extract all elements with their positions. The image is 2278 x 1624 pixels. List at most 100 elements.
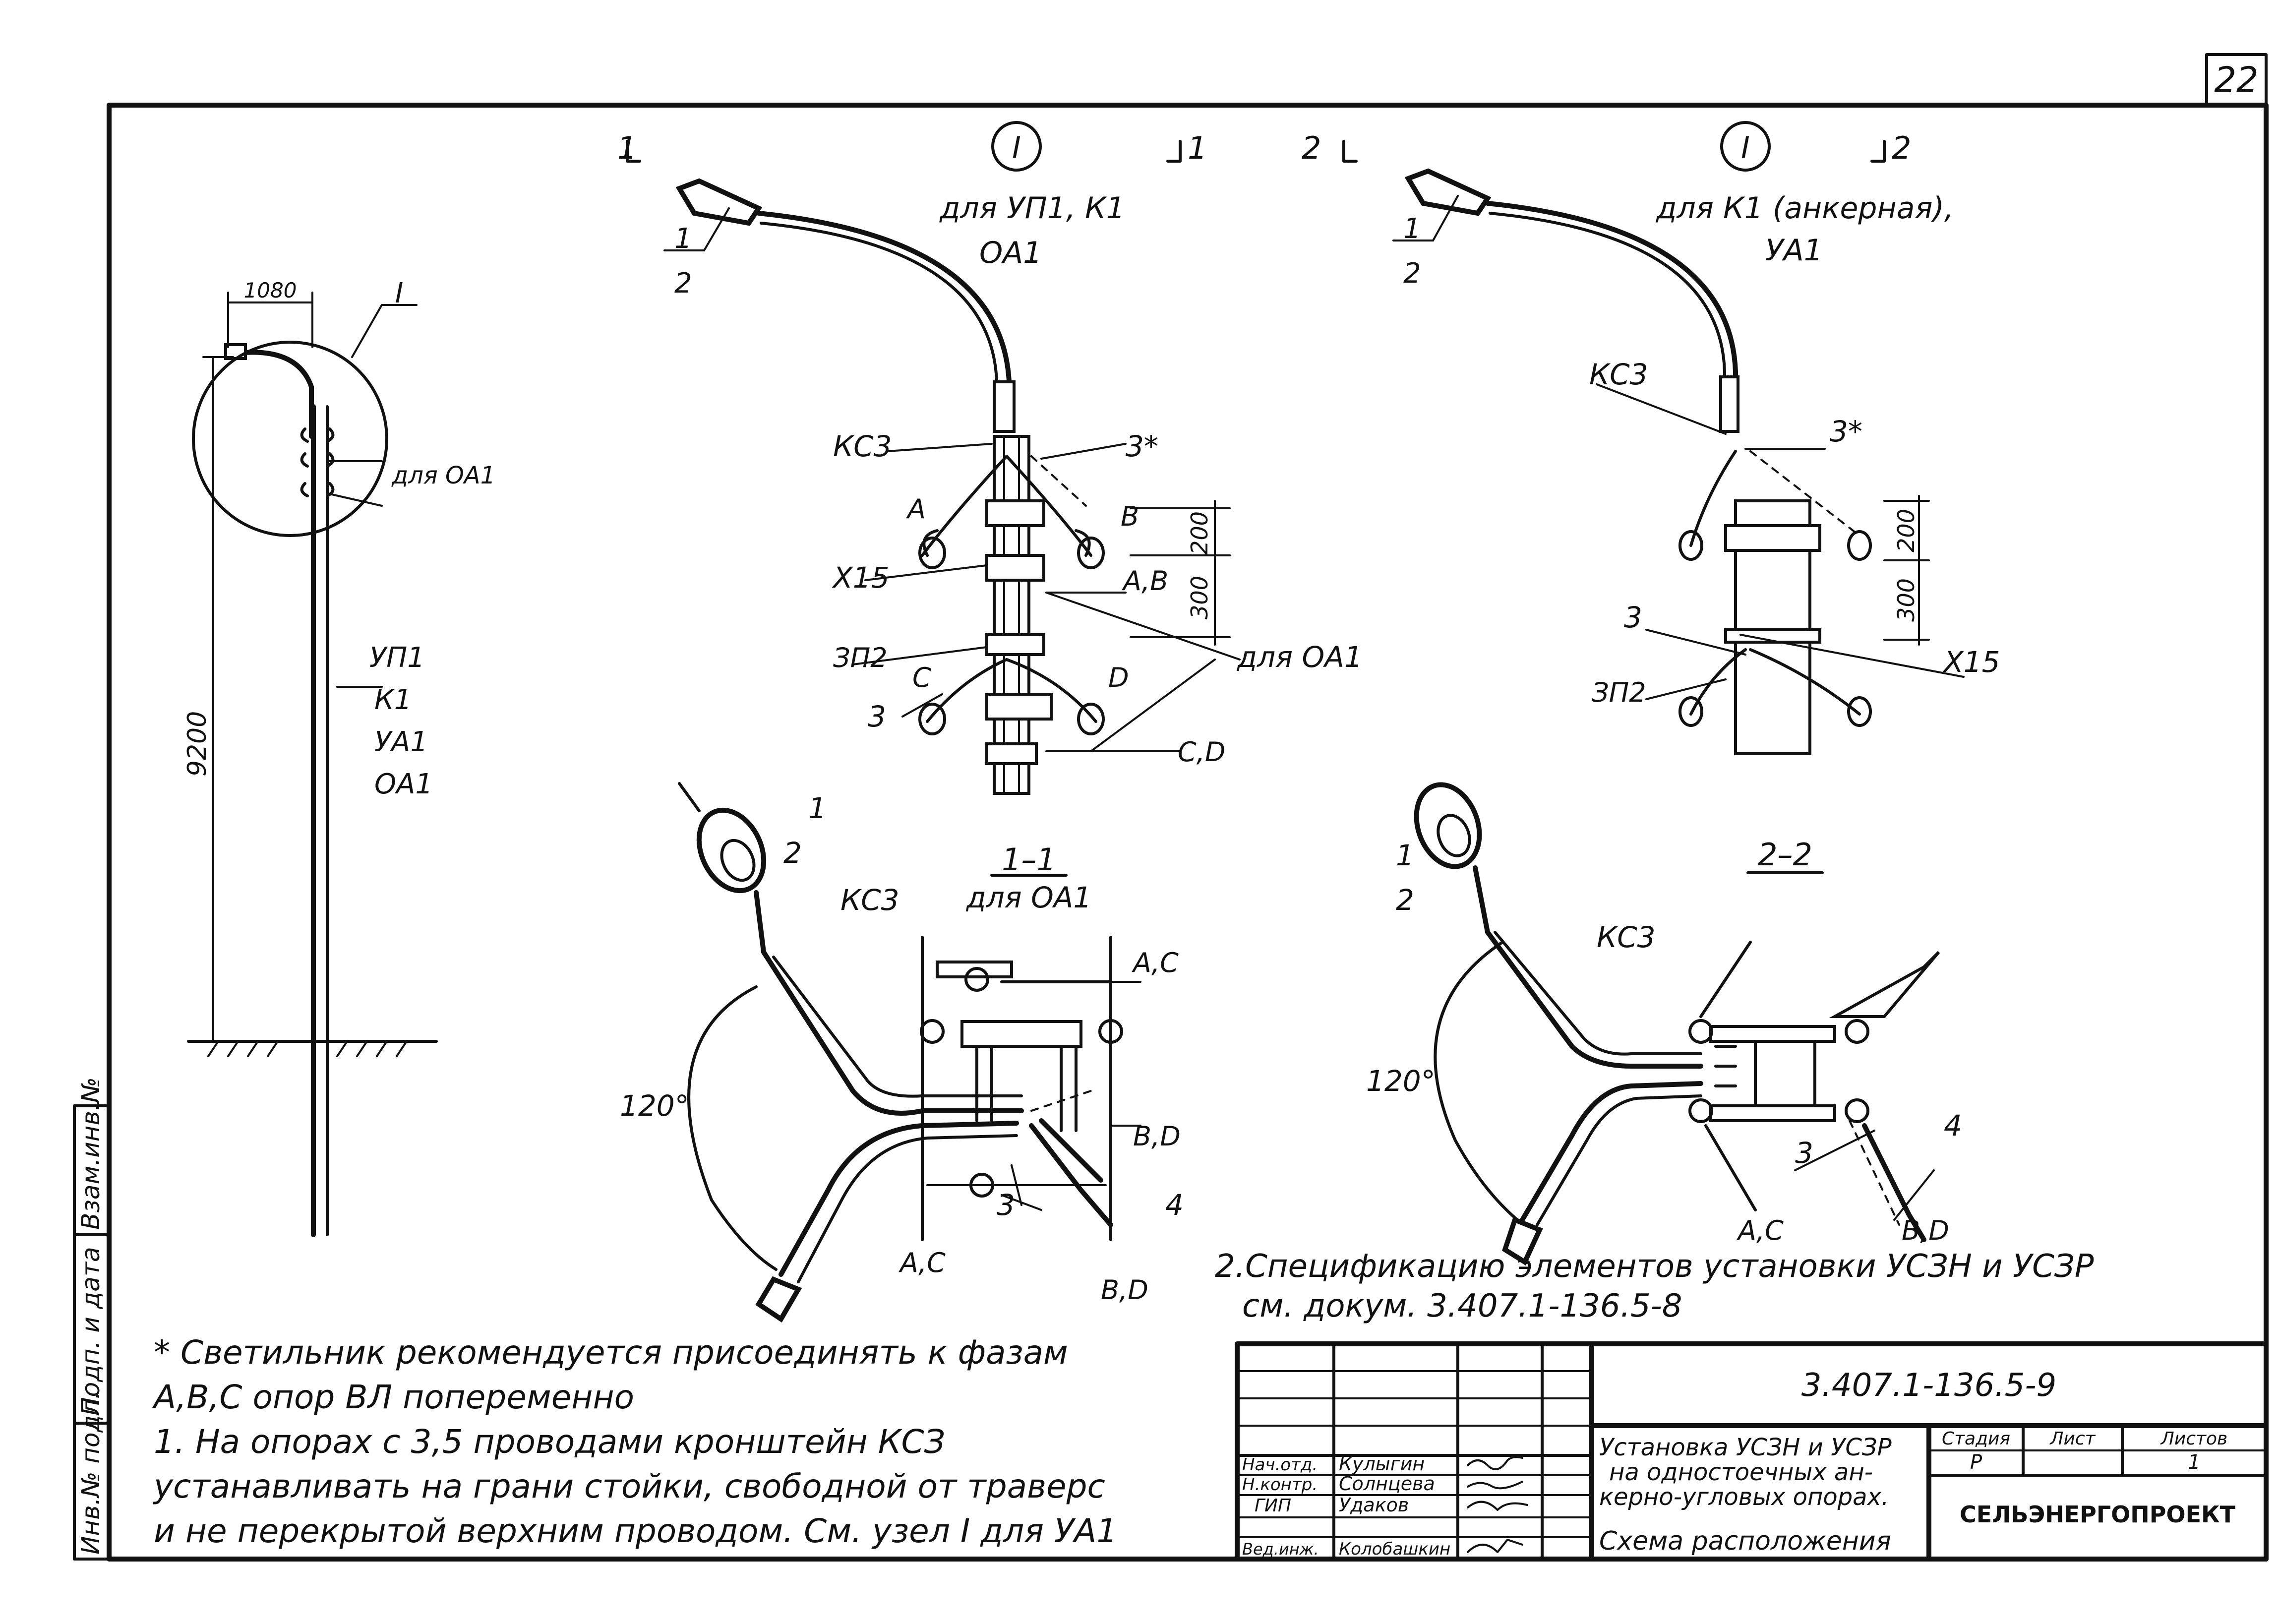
section2-ac: А,С [1737, 1215, 1784, 1246]
section1-angle: 120° [620, 1089, 689, 1123]
title-role-0: Нач.отд. [1242, 1455, 1318, 1475]
view1-ab: А,В [1122, 565, 1168, 597]
section2-bd: В,D [1902, 1215, 1949, 1246]
section2-ks3: КС3 [1597, 920, 1656, 954]
view2-x15: Х15 [1942, 645, 2000, 679]
view1-phase-d: D [1108, 662, 1129, 693]
notes-line5: и не перекрытой верхним проводом. См. уз… [154, 1512, 1117, 1550]
view1-phase-c: С [912, 662, 931, 693]
title-doc-code: 3.407.1-136.5-9 [1801, 1367, 2056, 1404]
view1-zp2: ЗП2 [833, 642, 888, 673]
section1-title: 1–1 [1002, 842, 1056, 878]
view2-sec-left: 2 [1302, 130, 1321, 166]
section1-n2: 2 [783, 836, 802, 870]
note2-line1: 2.Спецификацию элементов установки УСЗН … [1215, 1248, 2094, 1285]
title-name-1: Солнцева [1339, 1473, 1435, 1495]
view1-cd: С,D [1178, 736, 1225, 768]
title-line4: Схема расположения [1599, 1526, 1891, 1556]
overview-dim-top: 1080 [244, 278, 297, 302]
view1-oa1: для ОА1 [1237, 640, 1363, 674]
overview-dim-height: 9200 [182, 711, 212, 777]
section1-ac-bot: А,С [899, 1247, 946, 1278]
note2-line2: см. докум. 3.407.1-136.5-8 [1242, 1288, 1682, 1324]
view2-title1: для К1 (анкерная), [1656, 191, 1954, 226]
view1-node: I [1012, 130, 1021, 165]
view2-title2: УА1 [1765, 233, 1823, 268]
title-block [1235, 1341, 2269, 1562]
title-name-2: Удаков [1339, 1494, 1409, 1516]
view1-lamp-num1: 1 [674, 223, 692, 255]
section1-n1: 1 [808, 791, 827, 825]
title-sheet-header: Лист [2049, 1429, 2096, 1449]
overview-label-up1: УП1 [369, 642, 425, 674]
section2-n2: 2 [1396, 883, 1414, 917]
signatures [1467, 1456, 1528, 1553]
section1-subtitle: для ОА1 [966, 881, 1092, 914]
view1-title2: ОА1 [979, 236, 1042, 270]
section2-n3: 3 [1795, 1136, 1813, 1170]
title-sheets-header: Листов [2160, 1429, 2227, 1449]
view1-dim200: 200 [1186, 511, 1213, 555]
sheet-number: 22 [2214, 60, 2258, 100]
title-role-2: ГИП [1255, 1496, 1291, 1516]
section1-bd-bot: В,D [1101, 1274, 1148, 1306]
stamp-replace: Взам.инв.№ [76, 1077, 105, 1230]
view1-item3: 3 [868, 700, 886, 733]
view2-dim300: 300 [1893, 578, 1919, 622]
section2-angle: 120° [1366, 1064, 1436, 1098]
title-role-3: Вед.инж. [1242, 1540, 1319, 1559]
view1-title1: для УП1, К1 [939, 191, 1125, 226]
section1-n4: 4 [1165, 1188, 1184, 1222]
title-name-3: Колобашкин [1339, 1539, 1450, 1559]
section2-n4: 4 [1944, 1109, 1962, 1143]
title-stage-header: Стадия [1942, 1429, 2010, 1449]
title-line1: Установка УСЗН и УСЗР [1599, 1434, 1892, 1461]
view1-item3s: 3* [1126, 429, 1158, 463]
view2-lamp-num2: 2 [1403, 257, 1421, 290]
section1-ac-top: А,С [1132, 947, 1179, 978]
section1-n3: 3 [997, 1188, 1015, 1222]
view1-x15: Х15 [832, 561, 890, 595]
view2-item3: 3 [1624, 601, 1642, 634]
title-line3: керно-угловых опорах. [1599, 1483, 1889, 1511]
view2-lamp-num1: 1 [1403, 213, 1421, 245]
notes-line1: * Светильник рекомендуется присоединять … [154, 1333, 1068, 1372]
overview-label-ua1: УА1 [374, 726, 428, 758]
overview-note-oa1: для ОА1 [391, 462, 495, 489]
view1-dim300: 300 [1186, 576, 1213, 619]
section1-ks3: КС3 [840, 883, 899, 917]
title-sheet: 1 [2188, 1451, 2200, 1474]
view1-graphics [626, 121, 1241, 795]
title-role-1: Н.контр. [1242, 1475, 1318, 1495]
section1-bd-mid: В,D [1133, 1121, 1181, 1152]
title-org: СЕЛЬЭНЕРГОПРОЕКТ [1960, 1501, 2236, 1528]
view2-dim200: 200 [1893, 509, 1919, 552]
view2-ks3: КС3 [1589, 358, 1648, 391]
notes-line4: устанавливать на грани стойки, свободной… [153, 1467, 1105, 1505]
view1-phase-b: В [1121, 501, 1139, 532]
section2-graphics [1414, 782, 1940, 1266]
section1-graphics [678, 782, 1141, 1323]
title-stage: Р [1970, 1451, 1982, 1474]
notes-line3: 1. На опорах с 3,5 проводами кронштейн К… [154, 1423, 945, 1461]
view1-ks3: КС3 [833, 429, 892, 463]
overview-pole [187, 292, 438, 1237]
view2-node: I [1741, 130, 1750, 165]
stamp-inv: Инв.№ подл. [76, 1391, 105, 1555]
section2-title: 2–2 [1758, 837, 1812, 873]
view1-lamp-num2: 2 [674, 267, 692, 300]
view2-graphics [1342, 121, 1965, 755]
view2-sec-right: 2 [1892, 130, 1911, 166]
section2-n1: 1 [1396, 839, 1414, 872]
overview-node-ref: I [395, 277, 404, 309]
overview-label-oa1: ОА1 [374, 768, 433, 800]
overview-label-k1: К1 [374, 684, 412, 716]
notes-line2: А,В,С опор ВЛ попеременно [152, 1378, 634, 1416]
title-line2: на одностоечных ан- [1609, 1458, 1873, 1486]
side-stamp: Инв.№ подл. Подп. и дата Взам.инв.№ [76, 1077, 105, 1555]
view1-sec-right: 1 [1188, 130, 1207, 166]
title-name-0: Кулыгин [1339, 1453, 1425, 1475]
view2-item3s: 3* [1830, 415, 1862, 448]
stamp-sign: Подп. и дата [76, 1247, 105, 1416]
